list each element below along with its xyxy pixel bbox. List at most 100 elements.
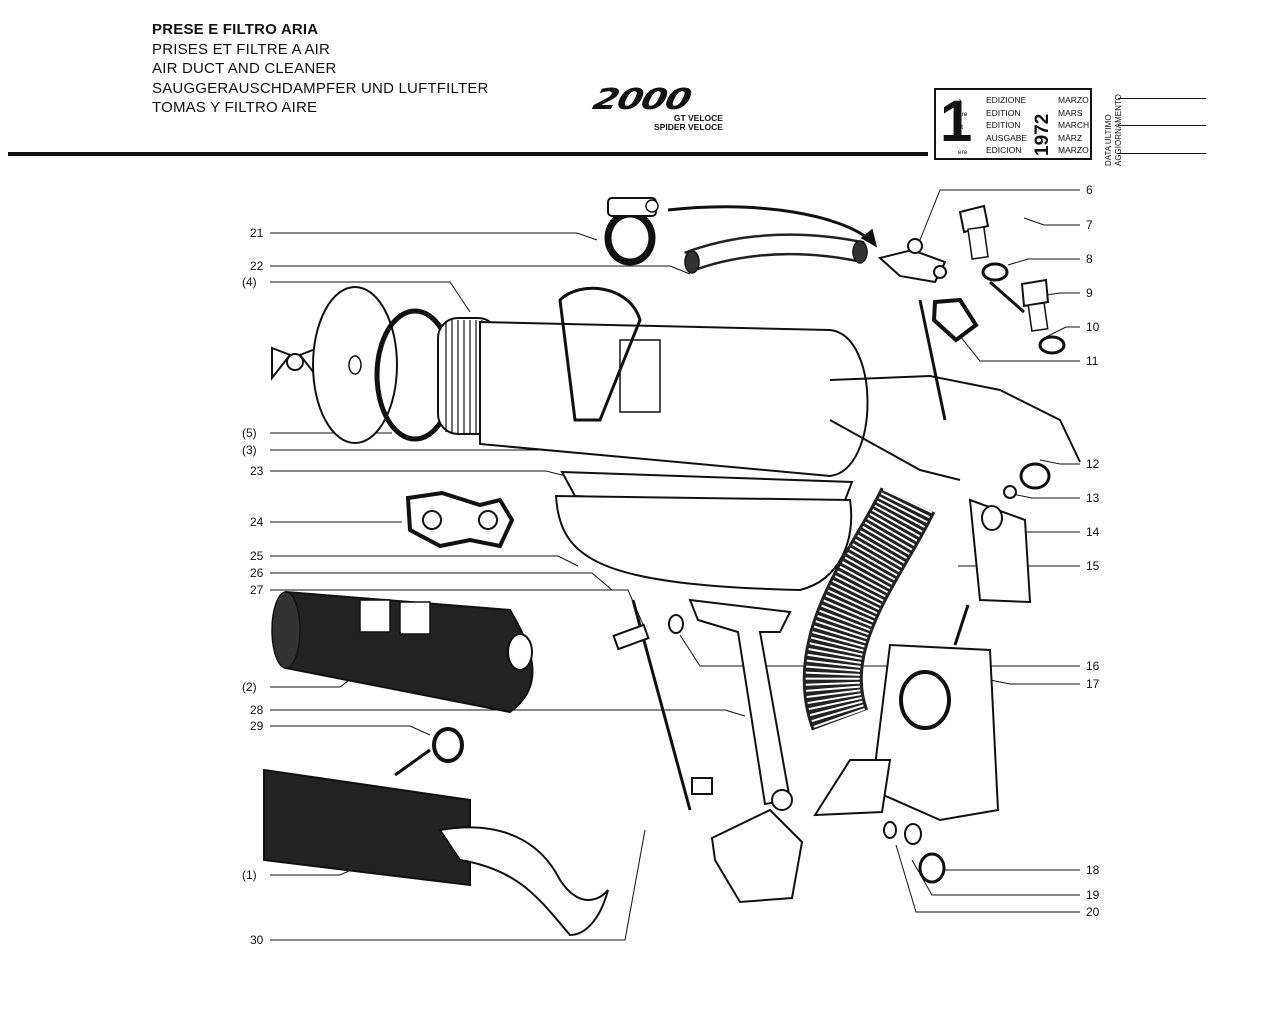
sealing-washer <box>981 262 1009 282</box>
model-logo: 2000 GT VELOCE SPIDER VELOCE <box>589 82 722 132</box>
assembly-arrow <box>989 280 1025 314</box>
edition-month: MARCH <box>1058 120 1090 131</box>
callout-label: 17 <box>1086 677 1100 691</box>
bolt <box>691 777 713 795</box>
leader-line <box>989 679 1080 685</box>
callout-label: 22 <box>250 259 264 273</box>
flexible-duct <box>805 488 933 730</box>
filter-cover <box>312 286 398 444</box>
leader-line <box>270 555 579 567</box>
update-line <box>1118 153 1206 154</box>
edition-word: EDIZIONE <box>986 95 1027 105</box>
flow-arrow-hose <box>667 205 871 242</box>
edition-month: MARZO <box>1058 145 1089 156</box>
leader-line <box>895 844 1080 913</box>
leader-line <box>270 589 649 637</box>
callout-label: 25 <box>250 549 264 563</box>
filter-housing <box>479 286 869 478</box>
bracket-foot <box>710 808 804 904</box>
leader-line <box>959 335 1080 362</box>
sealing-washer <box>1038 335 1066 355</box>
callout-label: 16 <box>1086 659 1100 673</box>
callout-label: (5) <box>242 426 257 440</box>
assembly-arrow <box>918 299 947 421</box>
washer <box>904 823 922 845</box>
model-variants: GT VELOCE SPIDER VELOCE <box>654 114 723 132</box>
banjo-bolt-lower <box>1020 278 1050 332</box>
assembly-arrow <box>953 604 970 646</box>
intake-tube <box>829 419 961 481</box>
callout-label: 23 <box>250 464 264 478</box>
callout-label: (2) <box>242 680 257 694</box>
leader-line <box>1023 217 1080 226</box>
leader-line <box>1007 258 1080 266</box>
callout-label: 24 <box>250 515 264 529</box>
duct-mount-bracket <box>813 759 892 817</box>
model-variant-gt: GT VELOCE <box>673 113 723 123</box>
intake-tube <box>829 374 1081 463</box>
callout-label: 29 <box>250 719 264 733</box>
edition-month: MÄRZ <box>1058 132 1083 143</box>
callout-label: 8 <box>1086 252 1093 266</box>
title-line-es: TOMAS Y FILTRO AIRE <box>152 99 318 116</box>
breather-union <box>877 238 947 284</box>
bolt <box>612 623 650 651</box>
callout-label: 19 <box>1086 888 1100 902</box>
leader-line <box>270 572 613 591</box>
bracket-bush <box>981 505 1003 531</box>
leader-line <box>270 265 691 275</box>
callout-label: 15 <box>1086 559 1100 573</box>
nut <box>918 852 946 884</box>
edition-word: EDITION <box>986 107 1021 118</box>
support-bracket <box>688 598 792 806</box>
silencer-grommet <box>432 727 464 763</box>
edition-suffix: st <box>958 124 964 131</box>
leader-line <box>911 859 1080 896</box>
edition-suffix: ere <box>958 149 968 156</box>
callout-label: 26 <box>250 566 264 580</box>
edition-suffix: ere <box>958 111 968 118</box>
hose-clamp <box>604 197 659 266</box>
callout-label: (4) <box>242 275 257 289</box>
leader-line <box>270 829 646 941</box>
filter-base <box>554 494 853 592</box>
edition-word: EDICION <box>986 145 1022 156</box>
callout-label: 9 <box>1086 286 1093 300</box>
callout-label: 7 <box>1086 218 1093 232</box>
edition-word: AUSGABE <box>986 132 1028 143</box>
edition-month: MARS <box>1058 107 1083 118</box>
leader-line <box>270 470 567 477</box>
leader-line <box>1039 459 1080 465</box>
silencer-with-horn <box>263 768 609 937</box>
edition-number: 1 <box>940 89 973 154</box>
model-variant-spider: SPIDER VELOCE <box>654 122 723 132</box>
washer <box>668 614 684 634</box>
flange-gasket <box>405 490 515 549</box>
leader-line <box>270 232 598 241</box>
callout-label: 30 <box>250 933 264 947</box>
edition-box: 1 a ere st . ere EDIZIONE EDITION EDITIO… <box>934 88 1092 160</box>
leader-line <box>270 709 746 717</box>
flow-arrowhead <box>860 228 878 248</box>
edition-month: MARZO <box>1058 95 1089 105</box>
title-line-en: AIR DUCT AND CLEANER <box>152 60 337 77</box>
leader-line <box>1011 493 1080 499</box>
callout-label: 28 <box>250 703 264 717</box>
title-line-de: SAUGGERAUSCHDAMPFER UND LUFTFILTER <box>152 79 489 97</box>
callout-label: 12 <box>1086 457 1100 471</box>
union-gasket <box>931 297 979 343</box>
header-rule <box>8 152 928 156</box>
banjo-bolt-upper <box>958 204 990 260</box>
callout-label: 11 <box>1086 354 1099 368</box>
callout-label: 18 <box>1086 863 1100 877</box>
leader-line <box>270 725 431 736</box>
title-block: PRESE E FILTRO ARIA PRISES ET FILTRE A A… <box>152 20 489 118</box>
edition-word: EDITION <box>986 120 1021 131</box>
washer <box>883 821 897 839</box>
edition-suffix: . <box>958 136 960 143</box>
duct-connector-box <box>870 643 1000 822</box>
rubber-hose <box>684 233 868 274</box>
leader-line <box>919 189 1080 241</box>
wing-nut <box>271 346 319 381</box>
